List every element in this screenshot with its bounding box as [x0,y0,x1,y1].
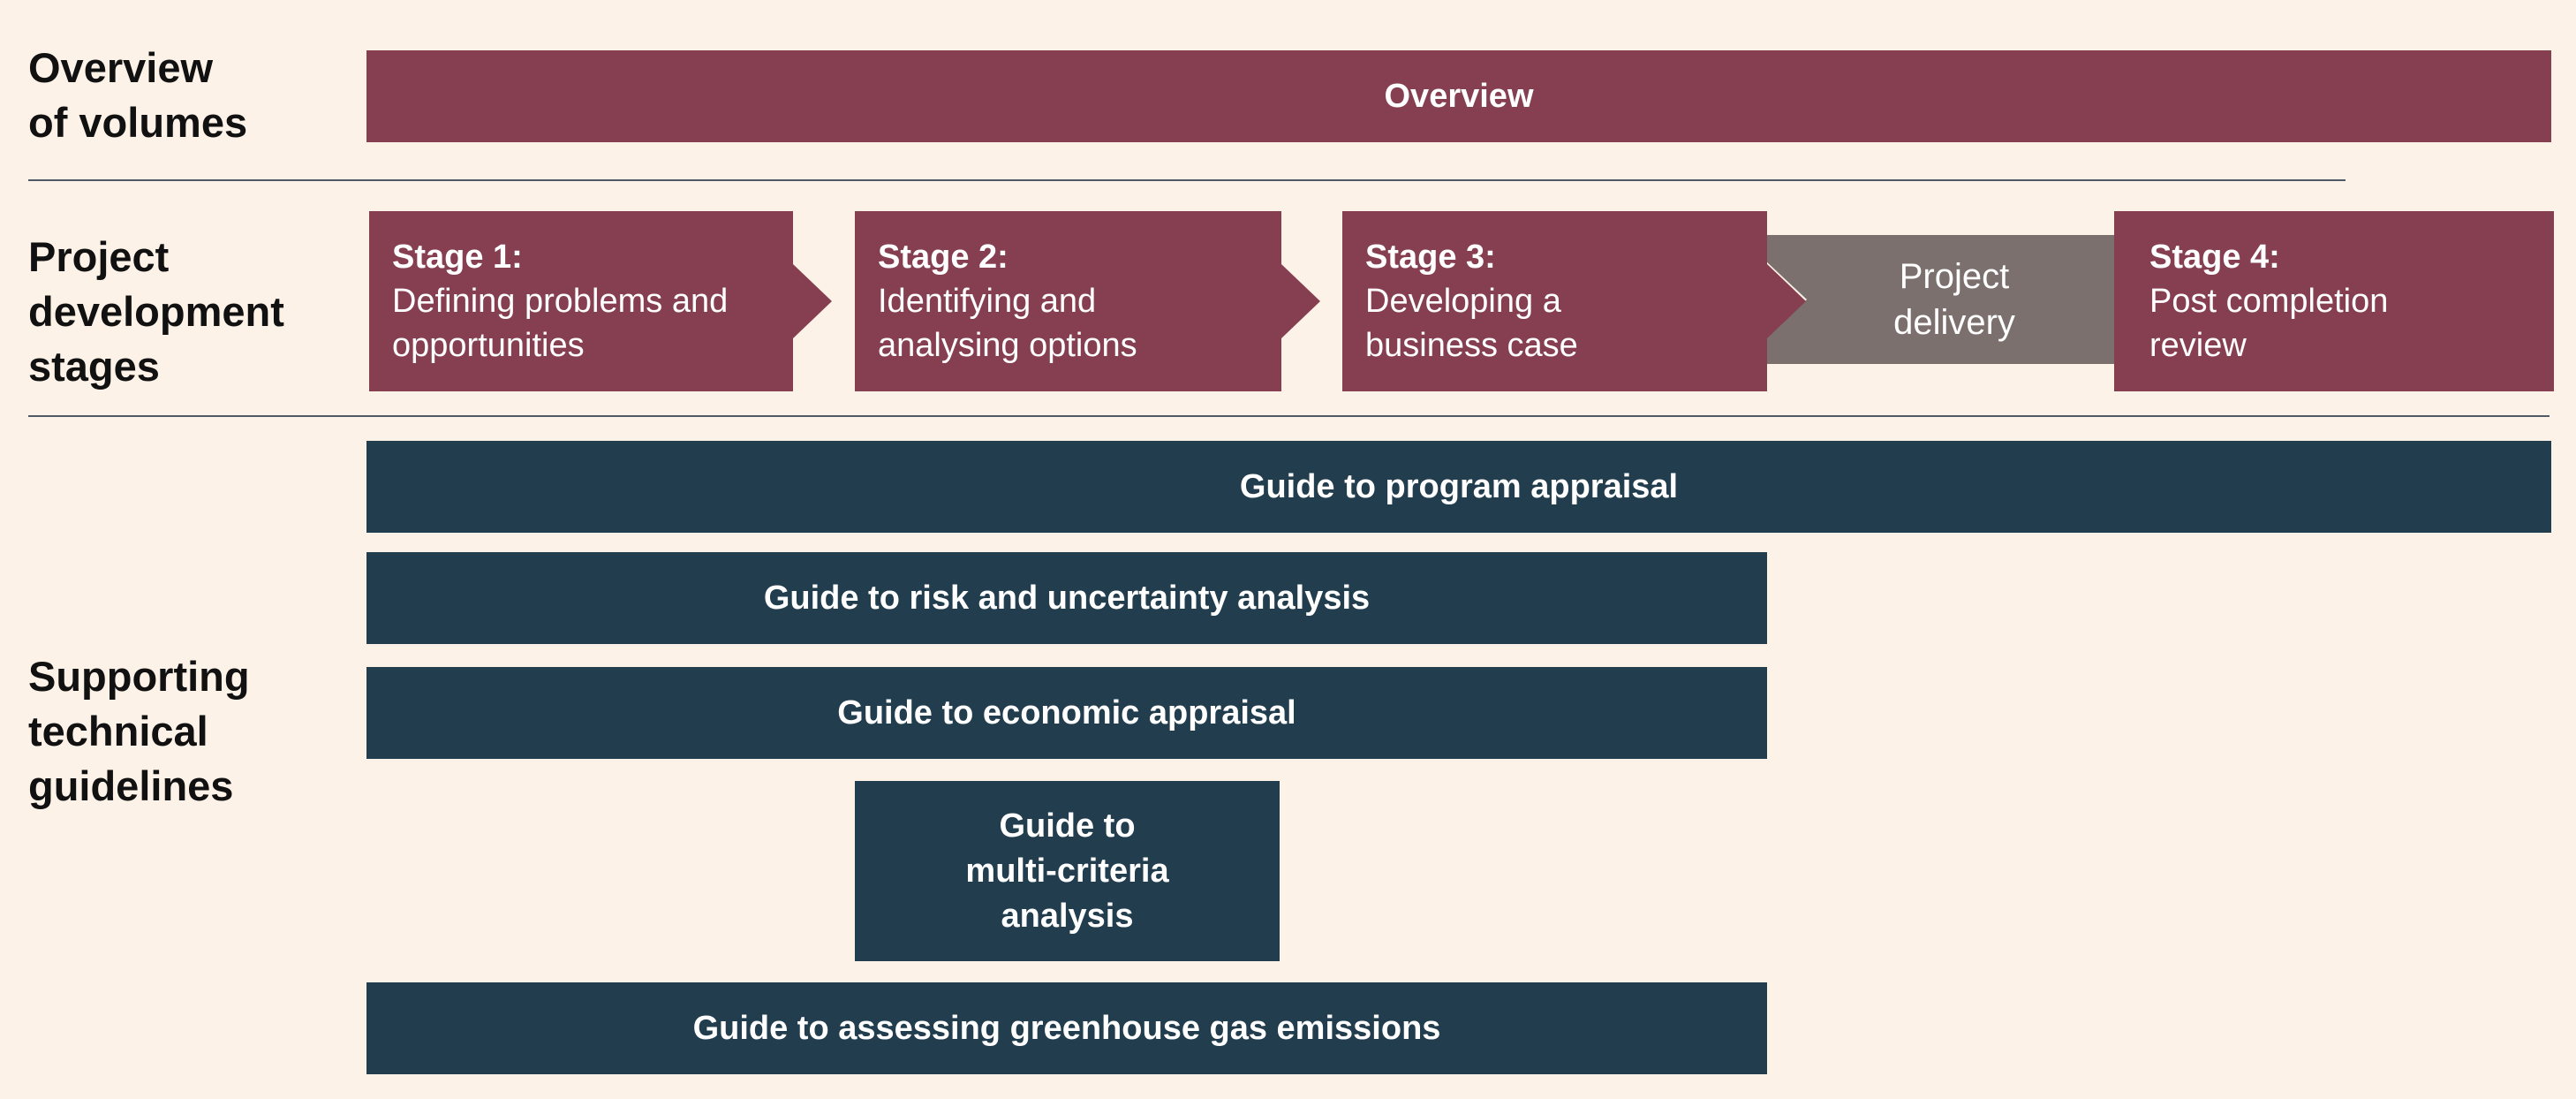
stage-4-desc-line2: review [2149,327,2247,364]
supporting-label-line2: technical [28,708,208,754]
stage-4-desc-line1: Post completion [2149,283,2389,320]
guide-greenhouse-gas-bar: Guide to assessing greenhouse gas emissi… [366,982,1767,1074]
overview-bar: Overview [366,50,2551,142]
project-development-stages-label: Project development stages [28,230,284,394]
divider-top [28,179,2346,181]
stage-2-box: Stage 2: Identifying and analysing optio… [855,211,1320,391]
supporting-technical-guidelines-label: Supporting technical guidelines [28,649,250,814]
stage-3-desc-line1: Developing a [1365,283,1561,320]
stages-label-line2: development [28,288,284,335]
overview-label-line2: of volumes [28,99,248,146]
project-delivery-line1: Project [1899,257,2010,296]
guide-risk-uncertainty-bar: Guide to risk and uncertainty analysis [366,552,1767,644]
stage-3-title: Stage 3: [1365,239,1496,276]
stages-label-line3: stages [28,343,160,390]
project-delivery-line2: delivery [1893,303,2015,342]
guide-multi-criteria-bar: Guide to multi-criteria analysis [855,781,1280,961]
stage-4-box: Stage 4: Post completion review [2114,211,2554,391]
mca-line2: multi-criteria [965,852,1169,890]
overview-label-line1: Overview [28,44,214,91]
stage-1-desc-line2: opportunities [392,327,585,364]
stage-2-desc-line2: analysing options [878,327,1137,364]
stage-3-box: Stage 3: Developing a business case [1342,211,1806,391]
stage-3-desc-line2: business case [1365,327,1578,364]
overview-of-volumes-label: Overview of volumes [28,41,247,150]
mca-line1: Guide to [999,807,1136,845]
supporting-label-line3: guidelines [28,762,234,809]
mca-line3: analysis [1001,897,1134,935]
project-delivery-box: Project delivery [1764,235,2118,364]
stage-2-title: Stage 2: [878,239,1008,276]
supporting-label-line1: Supporting [28,653,250,700]
stage-1-desc-line1: Defining problems and [392,283,729,320]
stage-2-desc-line1: Identifying and [878,283,1097,320]
stages-label-line1: Project [28,233,170,280]
stage-1-title: Stage 1: [392,239,523,276]
guide-program-appraisal-bar: Guide to program appraisal [366,441,2551,533]
divider-middle [28,415,2550,417]
stage-4-title: Stage 4: [2149,239,2280,276]
guide-economic-appraisal-bar: Guide to economic appraisal [366,667,1767,759]
stage-1-box: Stage 1: Defining problems and opportuni… [369,211,832,391]
